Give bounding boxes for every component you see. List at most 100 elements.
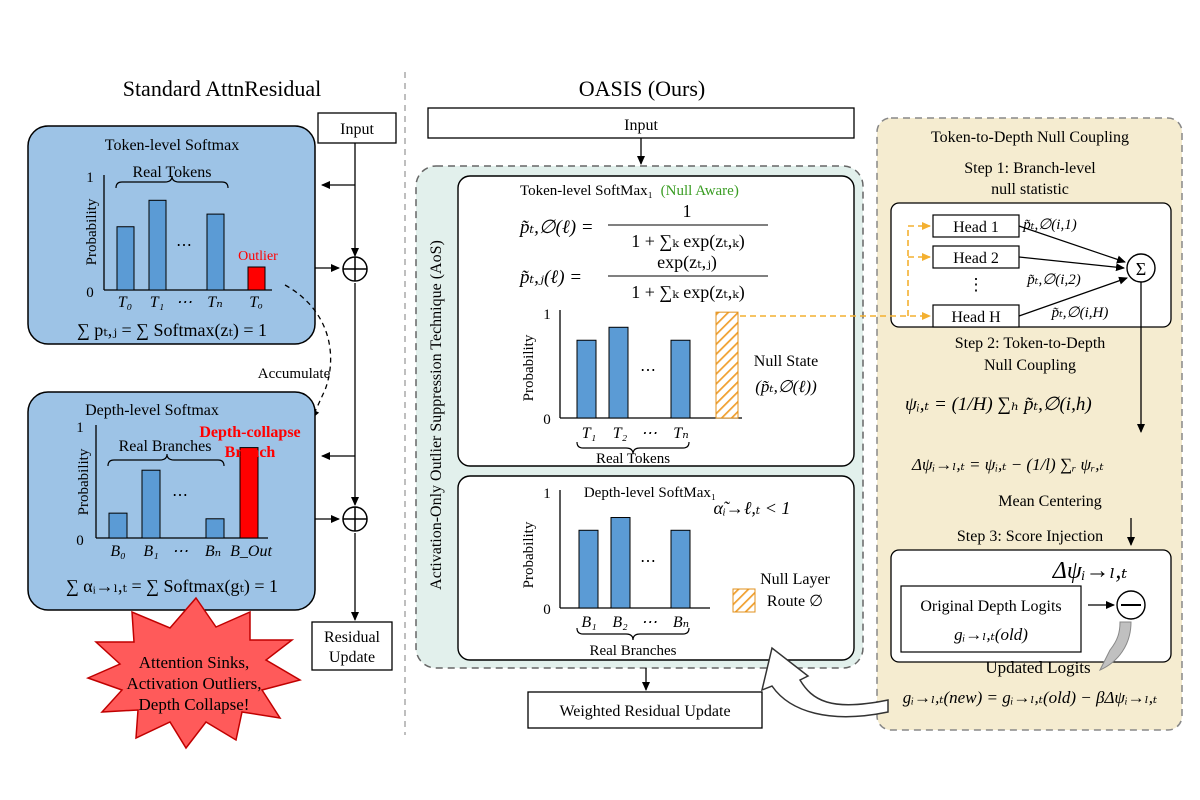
step2-line2: Null Coupling	[984, 357, 1076, 374]
depth-bar	[108, 512, 128, 539]
eq2-num: exp(zₜ,ⱼ)	[657, 252, 717, 273]
token-xlabel: Tₒ	[249, 294, 263, 311]
null-state-label: Null State	[754, 353, 818, 370]
depth-xlabel: B₁	[143, 543, 158, 560]
oasis-depth-ylabel: Probability	[521, 521, 537, 588]
g-old: gᵢ→ₗ,ₜ(old)	[954, 625, 1028, 644]
outlier-label: Outlier	[238, 249, 278, 264]
head2-to-sum	[1018, 256, 1125, 272]
oasis-depth-bar	[670, 529, 691, 609]
head1-to-sum	[1018, 225, 1126, 264]
coupling-title: Token-to-Depth Null Coupling	[931, 129, 1129, 146]
depth-xlabel: B₀	[110, 543, 125, 560]
depth-tick-zero: 0	[76, 533, 84, 549]
token-softmax-title: Token-level Softmax	[105, 137, 239, 154]
oasis-depth-brace	[576, 627, 690, 641]
step3-title: Step 3: Score Injection	[957, 528, 1103, 545]
left-input-label: Input	[340, 121, 374, 138]
oasis-token-bar	[576, 339, 597, 419]
step1-line2: null statistic	[991, 181, 1069, 198]
oasis-depth-title: Depth-level SoftMax₁	[584, 485, 716, 501]
token-group-label: Real Tokens	[132, 164, 211, 181]
oasis-output-label: Weighted Residual Update	[559, 703, 730, 720]
oasis-depth-tick-top: 1	[543, 486, 551, 502]
dpsi-equation: Δψᵢ→ₗ,ₜ = ψᵢ,ₜ − (1/l) ∑ᵣ ψᵣ,ₜ	[911, 455, 1104, 474]
oasis-token-panel	[457, 175, 855, 467]
head-stat-1: p̃ₜ,∅(i,1)	[1022, 217, 1076, 233]
null-state-bar	[715, 311, 739, 419]
null-layer-1: Null Layer	[760, 571, 830, 588]
head-stat-h: p̃ₜ,∅(i,H)	[1051, 305, 1109, 321]
eq1-lhs: p̃ₜ,∅(ℓ) =	[518, 217, 594, 238]
oasis-token-tick-top: 1	[543, 307, 551, 323]
null-layer-bar	[732, 588, 756, 613]
token-bar	[148, 199, 167, 291]
head-2-label: Head 2	[953, 250, 999, 267]
orig-logits-label: Original Depth Logits	[920, 598, 1061, 615]
token-formula: ∑ pₜ,ⱼ = ∑ Softmax(zₜ) = 1	[77, 320, 267, 341]
warning-line-2: Activation Outliers,	[126, 674, 261, 693]
oasis-input-box	[427, 107, 855, 139]
oasis-token-dots: ⋯	[640, 362, 656, 379]
gray-curved-arrow	[1098, 621, 1132, 672]
oasis-token-bar	[608, 326, 629, 419]
oasis-input-label: Input	[624, 117, 658, 134]
token-group-brace	[115, 175, 229, 189]
eq1-num: 1	[683, 201, 692, 221]
depth-xlabel: ⋯	[172, 543, 188, 560]
null-aware-label: (Null Aware)	[661, 183, 739, 199]
left-plus-2-icon	[342, 506, 368, 532]
headh-to-sum	[1018, 276, 1128, 317]
oasis-alpha: α̃ᵢ→ℓ,ₜ < 1	[714, 498, 791, 518]
depth-dots: ⋯	[172, 487, 188, 504]
collapse-label-2: Branch	[225, 444, 276, 461]
oasis-depth-xlabel: ⋯	[641, 614, 657, 631]
outlier-bar	[247, 266, 266, 291]
oasis-depth-group-label: Real Branches	[589, 643, 676, 659]
head-stat-2: p̃ₜ,∅(i,2)	[1026, 272, 1080, 288]
oasis-token-tick-zero: 0	[543, 412, 551, 428]
sum-symbol: Σ	[1136, 259, 1146, 279]
oasis-token-bar	[670, 339, 691, 419]
step2-line1: Step 2: Token-to-Depth	[955, 335, 1106, 352]
depth-softmax-title: Depth-level Softmax	[85, 402, 219, 419]
left-title: Standard AttnResidual	[123, 76, 322, 101]
token-xlabel: T₁	[150, 294, 164, 311]
token-ylabel: Probability	[84, 198, 100, 265]
mean-centering: Mean Centering	[998, 493, 1102, 510]
token-tick-top: 1	[86, 170, 94, 186]
residual-update-box	[311, 621, 393, 671]
dpsi-big: Δψᵢ→ₗ,ₜ	[1052, 558, 1128, 584]
oasis-depth-panel	[457, 475, 855, 661]
oasis-depth-bar	[610, 517, 631, 609]
eq2-den: 1 + ∑ₖ exp(zₜ,ₖ)	[631, 282, 745, 303]
oasis-title: OASIS (Ours)	[579, 76, 706, 101]
token-xlabel: T₀	[118, 294, 132, 311]
eq2-lhs: p̃ₜ,ⱼ(ℓ) =	[518, 267, 582, 288]
oasis-depth-xlabel: B₁	[581, 614, 596, 631]
depth-bar	[141, 469, 161, 539]
update-equation: gᵢ→ₗ,ₜ(new) = gᵢ→ₗ,ₜ(old) − βΔψᵢ→ₗ,ₜ	[903, 688, 1158, 707]
head-h-label: Head H	[951, 309, 1001, 326]
residual-update-2: Update	[329, 649, 375, 666]
oasis-output-box	[527, 691, 763, 729]
orig-logits-box	[900, 585, 1082, 653]
left-input-box	[317, 112, 397, 144]
psi-equation: ψᵢ,ₜ = (1/H) ∑ₕ p̃ₜ,∅(i,h)	[905, 394, 1092, 415]
token-dots: ⋯	[176, 237, 192, 254]
null-layer-2: Route ∅	[767, 593, 823, 610]
token-xlabel: ⋯	[176, 294, 192, 311]
accumulate-label: Accumulate	[258, 366, 331, 382]
token-bar	[206, 213, 225, 291]
oasis-depth-dots: ⋯	[640, 553, 656, 570]
updated-logits: Updated Logits	[985, 658, 1090, 677]
warning-line-3: Depth Collapse!	[139, 695, 250, 714]
depth-ylabel: Probability	[76, 448, 92, 515]
warning-line-1: Attention Sinks,	[139, 653, 250, 672]
oasis-token-xlabel: T₂	[613, 425, 628, 442]
token-tick-zero: 0	[86, 285, 94, 301]
oasis-token-title-text: Token-level SoftMax₁	[520, 183, 653, 199]
token-bar	[116, 226, 135, 291]
feedback-hollow-arrow	[760, 646, 889, 718]
